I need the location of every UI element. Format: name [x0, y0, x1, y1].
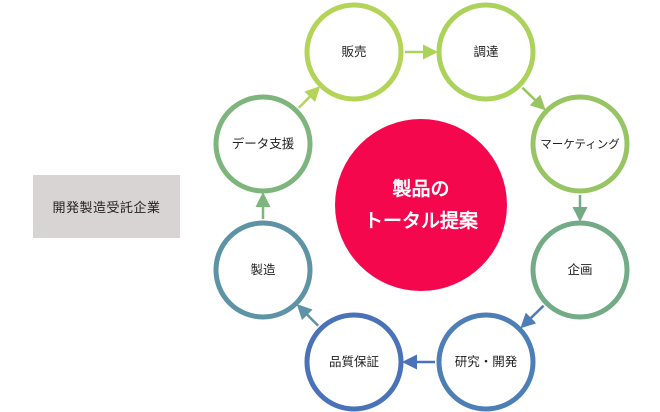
cycle-node-circle: [304, 2, 404, 102]
cycle-node-label: データ支援: [232, 136, 295, 151]
cycle-node-circle: [436, 312, 536, 412]
cycle-node: マーケティング: [530, 94, 630, 194]
center-title-line2: トータル提案: [364, 209, 479, 232]
cycle-node-label: 調達: [473, 44, 499, 59]
cycle-node-circle: [213, 220, 313, 320]
cycle-node: 研究・開発: [436, 312, 536, 412]
company-label: 開発製造受託企業: [33, 175, 180, 238]
cycle-node-label: 販売: [341, 44, 366, 59]
cycle-node: 企画: [530, 220, 630, 320]
cycle-node-label: 品質保証: [329, 354, 380, 369]
cycle-node-label: 研究・開発: [455, 354, 518, 369]
center-circle: [335, 119, 507, 291]
cycle-node-circle: [436, 2, 536, 102]
cycle-node: 販売: [304, 2, 404, 102]
cycle-node-label: 製造: [250, 262, 276, 277]
cycle-node: 調達: [436, 2, 536, 102]
center-title-line1: 製品の: [391, 178, 449, 200]
cycle-node-label: 企画: [567, 262, 592, 277]
cycle-node-circle: [213, 94, 313, 194]
cycle-node-label: マーケティング: [540, 137, 620, 151]
cycle-node-circle: [530, 94, 630, 194]
cycle-node-circle: [304, 312, 404, 412]
cycle-arrow: [297, 86, 321, 109]
cycle-node: データ支援: [213, 94, 313, 194]
company-label-text: 開発製造受託企業: [52, 201, 161, 216]
cycle-node: 製造: [213, 220, 313, 320]
cycle-arrow: [296, 304, 320, 327]
cycle-node: 品質保証: [304, 312, 404, 412]
cycle-arrow: [520, 304, 545, 329]
cycle-arrow: [521, 86, 546, 111]
cycle-node-circle: [530, 220, 630, 320]
